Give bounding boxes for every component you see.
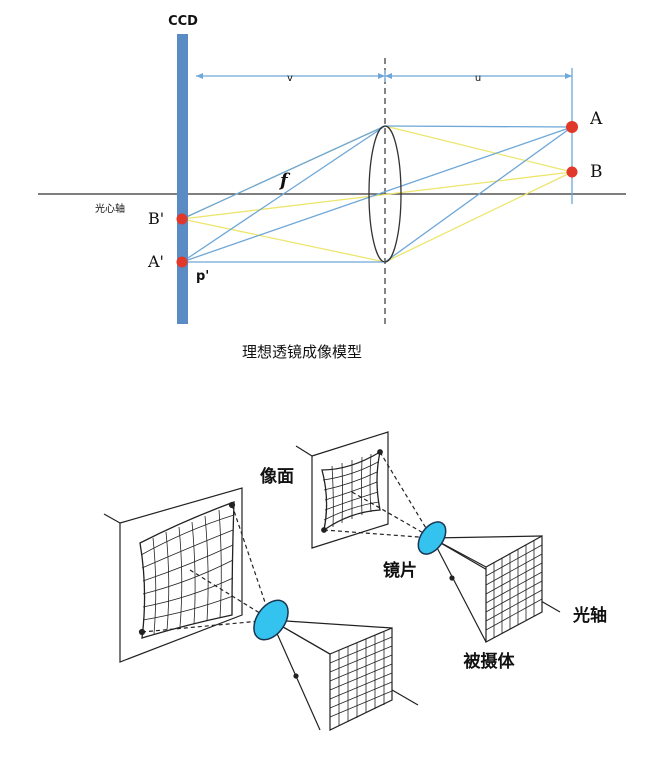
optical-axis-label: 光心轴 (95, 202, 125, 215)
dimension-arrow-mid-right (385, 73, 392, 79)
point-b-label: B (590, 162, 603, 182)
left-lens (253, 599, 289, 641)
point-b (566, 166, 578, 178)
point-b-image (176, 213, 188, 225)
v-label: v (287, 73, 293, 84)
u-label: u (475, 73, 481, 84)
ccd-bar (177, 34, 188, 324)
yellow-rays (181, 125, 573, 263)
blue-rays (181, 125, 573, 263)
label-object: 被摄体 (464, 651, 516, 672)
dimension-arrow-left (196, 73, 203, 79)
point-a (566, 121, 578, 133)
right-lens (417, 521, 447, 555)
right-image-plane (311, 431, 389, 549)
label-optical-axis: 光轴 (572, 605, 607, 626)
left-image-plane (119, 487, 243, 663)
point-a-image (176, 256, 188, 268)
point-b-image-label: B' (148, 209, 164, 228)
dimension-arrow-right (565, 73, 572, 79)
left-assembly (103, 487, 419, 731)
left-object-grid (329, 627, 393, 731)
label-image-plane: 像面 (260, 467, 294, 487)
distortion-diagram (103, 431, 561, 731)
p-label: p' (196, 269, 209, 284)
dimension-arrow-mid-left (378, 73, 385, 79)
right-object-grid (485, 534, 543, 644)
f-label: f (278, 170, 291, 191)
lens-ellipse (368, 125, 402, 263)
top-caption: 理想透镜成像模型 (242, 343, 362, 361)
label-lens: 镜片 (383, 560, 417, 581)
right-assembly (295, 431, 561, 644)
point-a-image-label: A' (147, 252, 164, 271)
ideal-lens-diagram: CCD v u f p' A B B' A' 光心轴 理想透镜成像模型 (38, 14, 626, 361)
point-a-label: A (589, 109, 603, 129)
ccd-label: CCD (168, 14, 198, 29)
